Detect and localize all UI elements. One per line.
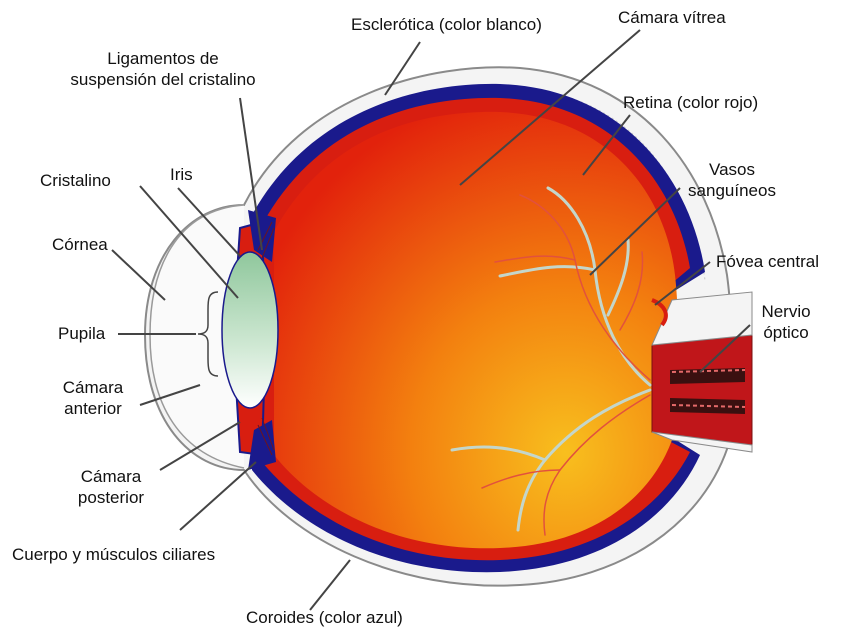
label-cuerpo-ciliar: Cuerpo y músculos ciliares <box>12 544 215 565</box>
label-cristalino: Cristalino <box>40 170 111 191</box>
label-pupila: Pupila <box>58 323 105 344</box>
label-camara-posterior: Cámara posterior <box>60 466 162 508</box>
label-ligamentos-line1: Ligamentos de <box>48 48 278 69</box>
label-nervio-line2: óptico <box>742 322 830 343</box>
label-ligamentos: Ligamentos de suspensión del cristalino <box>48 48 278 90</box>
label-vasos-line1: Vasos <box>676 159 788 180</box>
label-ligamentos-line2: suspensión del cristalino <box>48 69 278 90</box>
label-camara-posterior-line1: Cámara <box>60 466 162 487</box>
label-fovea: Fóvea central <box>716 251 819 272</box>
label-iris: Iris <box>170 164 193 185</box>
label-camara-anterior-line2: anterior <box>44 398 142 419</box>
label-coroides: Coroides (color azul) <box>246 607 403 628</box>
lens <box>222 252 278 408</box>
label-nervio: Nervio óptico <box>742 301 830 343</box>
leader-coroides <box>310 560 350 610</box>
leader-cuerpo-ciliar <box>180 462 256 530</box>
vitreous-chamber <box>274 112 678 548</box>
label-vasos: Vasos sanguíneos <box>676 159 788 201</box>
label-esclerotica: Esclerótica (color blanco) <box>351 14 542 35</box>
label-camara-posterior-line2: posterior <box>60 487 162 508</box>
label-vasos-line2: sanguíneos <box>676 180 788 201</box>
label-retina: Retina (color rojo) <box>623 92 758 113</box>
label-cornea: Córnea <box>52 234 108 255</box>
label-camara-anterior-line1: Cámara <box>44 377 142 398</box>
label-nervio-line1: Nervio <box>742 301 830 322</box>
label-camara-vitrea: Cámara vítrea <box>618 7 726 28</box>
label-camara-anterior: Cámara anterior <box>44 377 142 419</box>
